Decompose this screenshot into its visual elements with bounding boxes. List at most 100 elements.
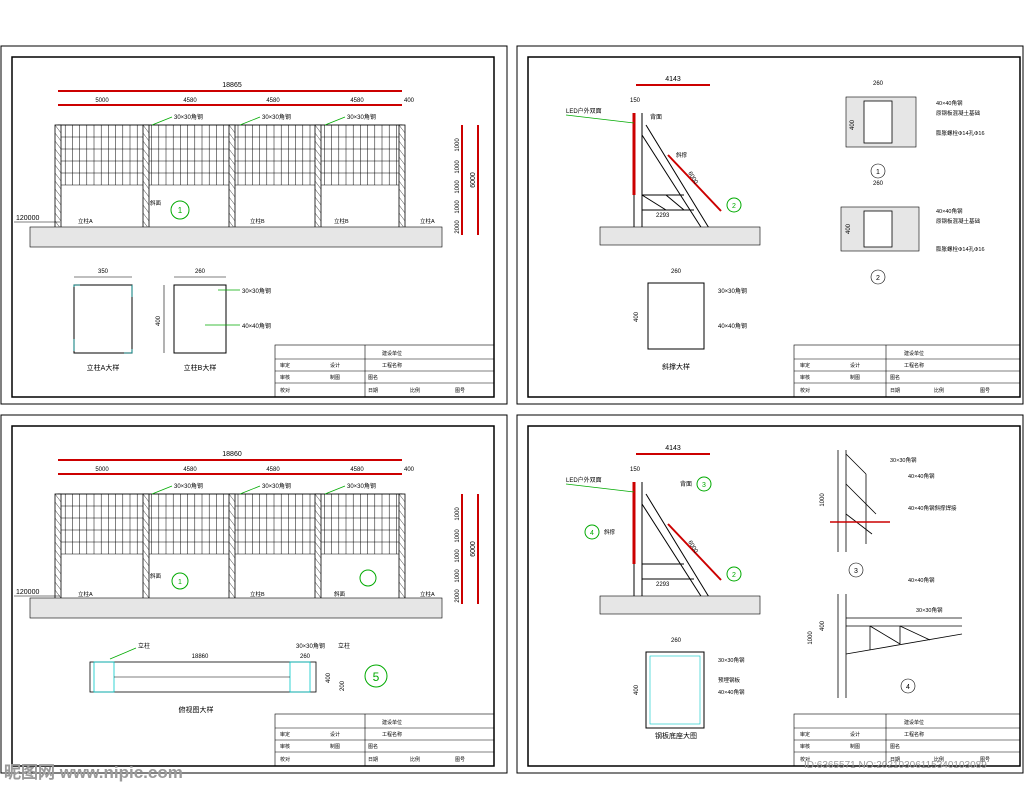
label-angle-2: 30×30角钢: [262, 482, 291, 490]
vdim-2: 1000: [455, 529, 461, 543]
post-b-detail: 260 400 30×30角钢 40×40角钢 立柱B大样: [156, 269, 271, 372]
title-block: [274, 344, 495, 398]
tb-approve: 审定: [280, 731, 290, 738]
post-label-2: 斜面: [150, 199, 162, 207]
n4-dim-1: 1000: [808, 631, 814, 645]
tb-number: 图号: [455, 388, 465, 394]
post-label-3: 立柱B: [250, 590, 265, 598]
base-plate-detail: 260 400 30×30角钢 预埋钢板 40×40角钢 钢板底座大图: [634, 638, 745, 740]
tb-number: 图号: [455, 757, 465, 763]
callout-3: 3: [702, 482, 706, 489]
top-dim: 4143: [665, 76, 681, 83]
caption-post-a: 立柱A大样: [87, 363, 120, 372]
bay-dim-1: 5000: [95, 467, 109, 473]
overall-dimension: 18865: [58, 82, 402, 92]
tb-scale: 比例: [410, 387, 420, 394]
drawing-frame: [527, 56, 1021, 398]
tb-draw: 制图: [330, 374, 340, 381]
face-label: 背面: [680, 480, 692, 488]
bay-dim-3: 4580: [266, 98, 280, 104]
det1-note-1: 40×40角钢: [936, 99, 963, 107]
post-a-detail: 350 立柱A大样: [73, 269, 133, 372]
vdim-3: 1000: [455, 549, 461, 563]
post-label-4: 斜面: [334, 590, 346, 598]
fence-elevation: [54, 124, 406, 244]
brace-label: 斜撑: [676, 151, 688, 159]
vdim-4: 1000: [455, 569, 461, 583]
tb-project: 工程名称: [382, 731, 402, 738]
callout-2-text: 2: [732, 203, 736, 210]
tb-client: 建设单位: [904, 719, 924, 726]
face-label: 背面: [650, 113, 662, 121]
callout-1-text: 1: [178, 206, 183, 215]
tb-check: 校对: [800, 387, 810, 394]
drawing-frame: [527, 425, 1021, 767]
base-dim: 2293: [656, 582, 670, 588]
det1-width: 260: [873, 81, 884, 87]
ground-hatch: [599, 595, 761, 615]
det1-note-3: 膨胀螺栓Φ14孔Φ16: [936, 129, 985, 137]
post-label-2: 斜面: [150, 572, 162, 580]
post-label-1: 立柱A: [78, 590, 93, 598]
plan-h2: 200: [340, 680, 346, 691]
tb-drawing-name: 图名: [890, 374, 900, 381]
tb-design: 设计: [330, 731, 340, 738]
n3-circle: 3: [854, 568, 858, 575]
brace-dim-line: [667, 154, 722, 212]
tb-design: 设计: [850, 731, 860, 738]
title-block: [274, 713, 495, 767]
n3-note-3: 40×40角钢斜撑焊接: [908, 504, 957, 512]
title-block: [793, 713, 1021, 767]
det2-width: 260: [873, 181, 884, 187]
detail-height: 400: [156, 315, 162, 326]
tb-project: 工程名称: [382, 362, 402, 369]
top-small: 150: [630, 98, 641, 104]
title-block: [793, 344, 1021, 398]
tb-review: 审核: [800, 374, 810, 381]
vertical-dimensions: 1000 1000 1000 1000 2000 6000: [455, 125, 479, 235]
detail-a-width: 350: [98, 269, 109, 275]
vdim-2: 1000: [455, 160, 461, 174]
height-dim: 6000: [470, 172, 477, 188]
sheet-1: 18865 5000 4580 4580 4580 400 30×30角钢 30…: [0, 45, 508, 405]
tb-draw: 制图: [330, 743, 340, 750]
height-dim: 6000: [470, 541, 477, 557]
sheet-border: [516, 414, 1024, 774]
tb-client: 建设单位: [382, 350, 402, 357]
bay-dim-4: 4580: [350, 98, 364, 104]
label-angle-1: 30×30角钢: [174, 113, 203, 121]
tb-scale: 比例: [934, 756, 944, 763]
tb-review: 审核: [280, 743, 290, 750]
brace-section: 260 400 30×30角钢 40×40角钢 斜撑大样: [634, 269, 747, 371]
detail-note-2: 40×40角钢: [242, 322, 271, 330]
plate-height: 400: [634, 684, 640, 695]
led-label: LED户外双面: [566, 476, 602, 484]
sheet-border: [0, 414, 508, 774]
plan-dim: 18860: [192, 654, 209, 660]
tb-check: 校对: [280, 387, 290, 394]
plate-caption: 钢板底座大图: [655, 731, 697, 740]
plate-note-1: 30×30角钢: [718, 656, 745, 664]
sheet-4: 4143 150 6000 LED户外双面 背面 3 4 斜撑 2293 2 2…: [516, 414, 1024, 774]
callout-2: 2: [732, 572, 736, 579]
end-dim: 400: [404, 467, 415, 473]
sheet-2: 4143 150 6000 LED户外双面 背面 斜撑 2293 2 260 4…: [516, 45, 1024, 405]
brace-dim: 6000: [686, 540, 699, 555]
node-detail-4: [837, 594, 963, 698]
vdim-4: 1000: [455, 200, 461, 214]
post-label-1: 立柱A: [78, 217, 93, 225]
tb-approve: 审定: [800, 362, 810, 369]
plan-view: 立柱 18860 30×30角钢 立柱 260 400 200 5 俯视图大样: [89, 642, 388, 714]
n4-note-2: 30×30角钢: [916, 606, 943, 614]
det2-note-1: 40×40角钢: [936, 207, 963, 215]
callout-4: 4: [590, 530, 594, 537]
section-caption: 斜撑大样: [662, 362, 690, 371]
tb-draw: 制图: [850, 743, 860, 750]
tb-design: 设计: [850, 362, 860, 369]
bay-dim-2: 4580: [183, 467, 197, 473]
foundation-detail-1: 260 400 40×40角钢 原钢板混凝土基础 膨胀螺栓Φ14孔Φ16 1: [845, 81, 985, 179]
tb-review: 审核: [280, 374, 290, 381]
det1-circle: 1: [876, 169, 880, 176]
bay-dim-2: 4580: [183, 98, 197, 104]
tb-design: 设计: [330, 362, 340, 369]
